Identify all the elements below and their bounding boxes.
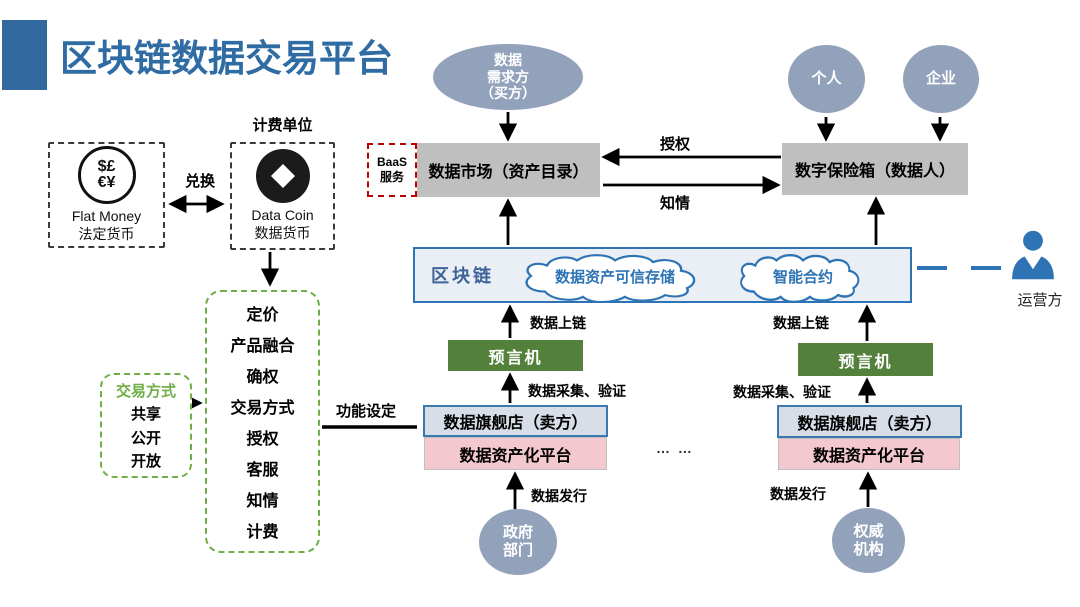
fiat-money-box: $£ €¥ Flat Money 法定货币	[48, 142, 165, 248]
fiat-symbols-2: €¥	[97, 174, 116, 191]
trade-mode-item-share: 共享	[130, 406, 161, 424]
smart-contract-cloud	[740, 253, 860, 302]
title-accent-square	[2, 20, 47, 90]
trusted-storage-cloud	[525, 254, 696, 302]
trade-mode-title: 交易方式	[115, 383, 176, 401]
data-onchain-label-left: 数据上链	[530, 315, 586, 331]
data-store-box-right: 数据旗舰店（卖方）	[777, 405, 962, 438]
function-item-service: 客服	[246, 461, 279, 479]
oracle-box-right: 预言机	[798, 343, 933, 376]
function-setting-label: 功能设定	[336, 403, 397, 420]
data-coin-box: Data Coin 数据货币	[230, 142, 335, 250]
personal-circle: 个人	[788, 45, 865, 113]
function-item-authorize: 授权	[246, 430, 279, 448]
data-market-bar: 数据市场（资产目录）	[417, 143, 600, 197]
function-item-inform: 知情	[246, 492, 279, 510]
data-demander-ellipse: 数据 需求方 （买方）	[433, 44, 583, 110]
trade-mode-item-open: 开放	[130, 452, 161, 470]
page-title: 区块链数据交易平台	[60, 38, 393, 79]
data-coin-icon	[255, 149, 310, 203]
authorize-label: 授权	[660, 136, 691, 153]
operator-label: 运营方	[1017, 292, 1063, 309]
ellipsis-label: … …	[656, 440, 694, 456]
oracle-box-left: 预言机	[448, 340, 583, 371]
smart-contract-label: 智能合约	[772, 268, 833, 286]
coin-name-cn: 数据货币	[254, 225, 311, 241]
data-issue-label-left: 数据发行	[531, 488, 587, 504]
function-item-pricing: 定价	[246, 307, 279, 325]
fiat-symbols-1: $£	[97, 158, 116, 175]
asset-platform-box-left: 数据资产化平台	[424, 437, 607, 470]
asset-platform-box-right: 数据资产化平台	[778, 438, 960, 470]
data-issue-label-right: 数据发行	[770, 486, 826, 502]
operator-icon	[1012, 230, 1054, 280]
authority-circle: 权威 机构	[832, 508, 905, 573]
function-item-trade-mode: 交易方式	[230, 400, 295, 418]
billing-unit-label: 计费单位	[252, 117, 313, 134]
trusted-storage-label: 数据资产可信存储	[554, 268, 675, 286]
government-circle: 政府 部门	[479, 509, 557, 575]
digital-vault-bar: 数字保险箱（数据人）	[782, 143, 968, 195]
data-onchain-label-right: 数据上链	[773, 315, 829, 331]
enterprise-circle: 企业	[903, 45, 979, 113]
data-collection-label-left: 数据采集、验证	[528, 383, 626, 399]
function-list-box: 定价 产品融合 确权 交易方式 授权 客服 知情 计费	[205, 290, 320, 553]
coin-name-en: Data Coin	[251, 207, 314, 223]
trade-mode-item-public: 公开	[130, 429, 161, 447]
function-item-product-fusion: 产品融合	[230, 338, 295, 356]
baas-box: BaaS 服务	[367, 143, 417, 197]
data-collection-label-right: 数据采集、验证	[733, 384, 831, 400]
function-item-rights: 确权	[246, 369, 279, 387]
trade-mode-box: 交易方式 共享 公开 开放	[100, 373, 192, 478]
data-store-box-left: 数据旗舰店（卖方）	[423, 405, 608, 437]
inform-label: 知情	[660, 195, 691, 212]
fiat-name-en: Flat Money	[71, 208, 142, 224]
fiat-name-cn: 法定货币	[78, 226, 135, 242]
exchange-label: 兑换	[184, 173, 215, 190]
function-item-billing: 计费	[246, 523, 279, 541]
fiat-currency-icon: $£ €¥	[77, 146, 136, 204]
blockchain-label: 区块链	[431, 266, 494, 286]
